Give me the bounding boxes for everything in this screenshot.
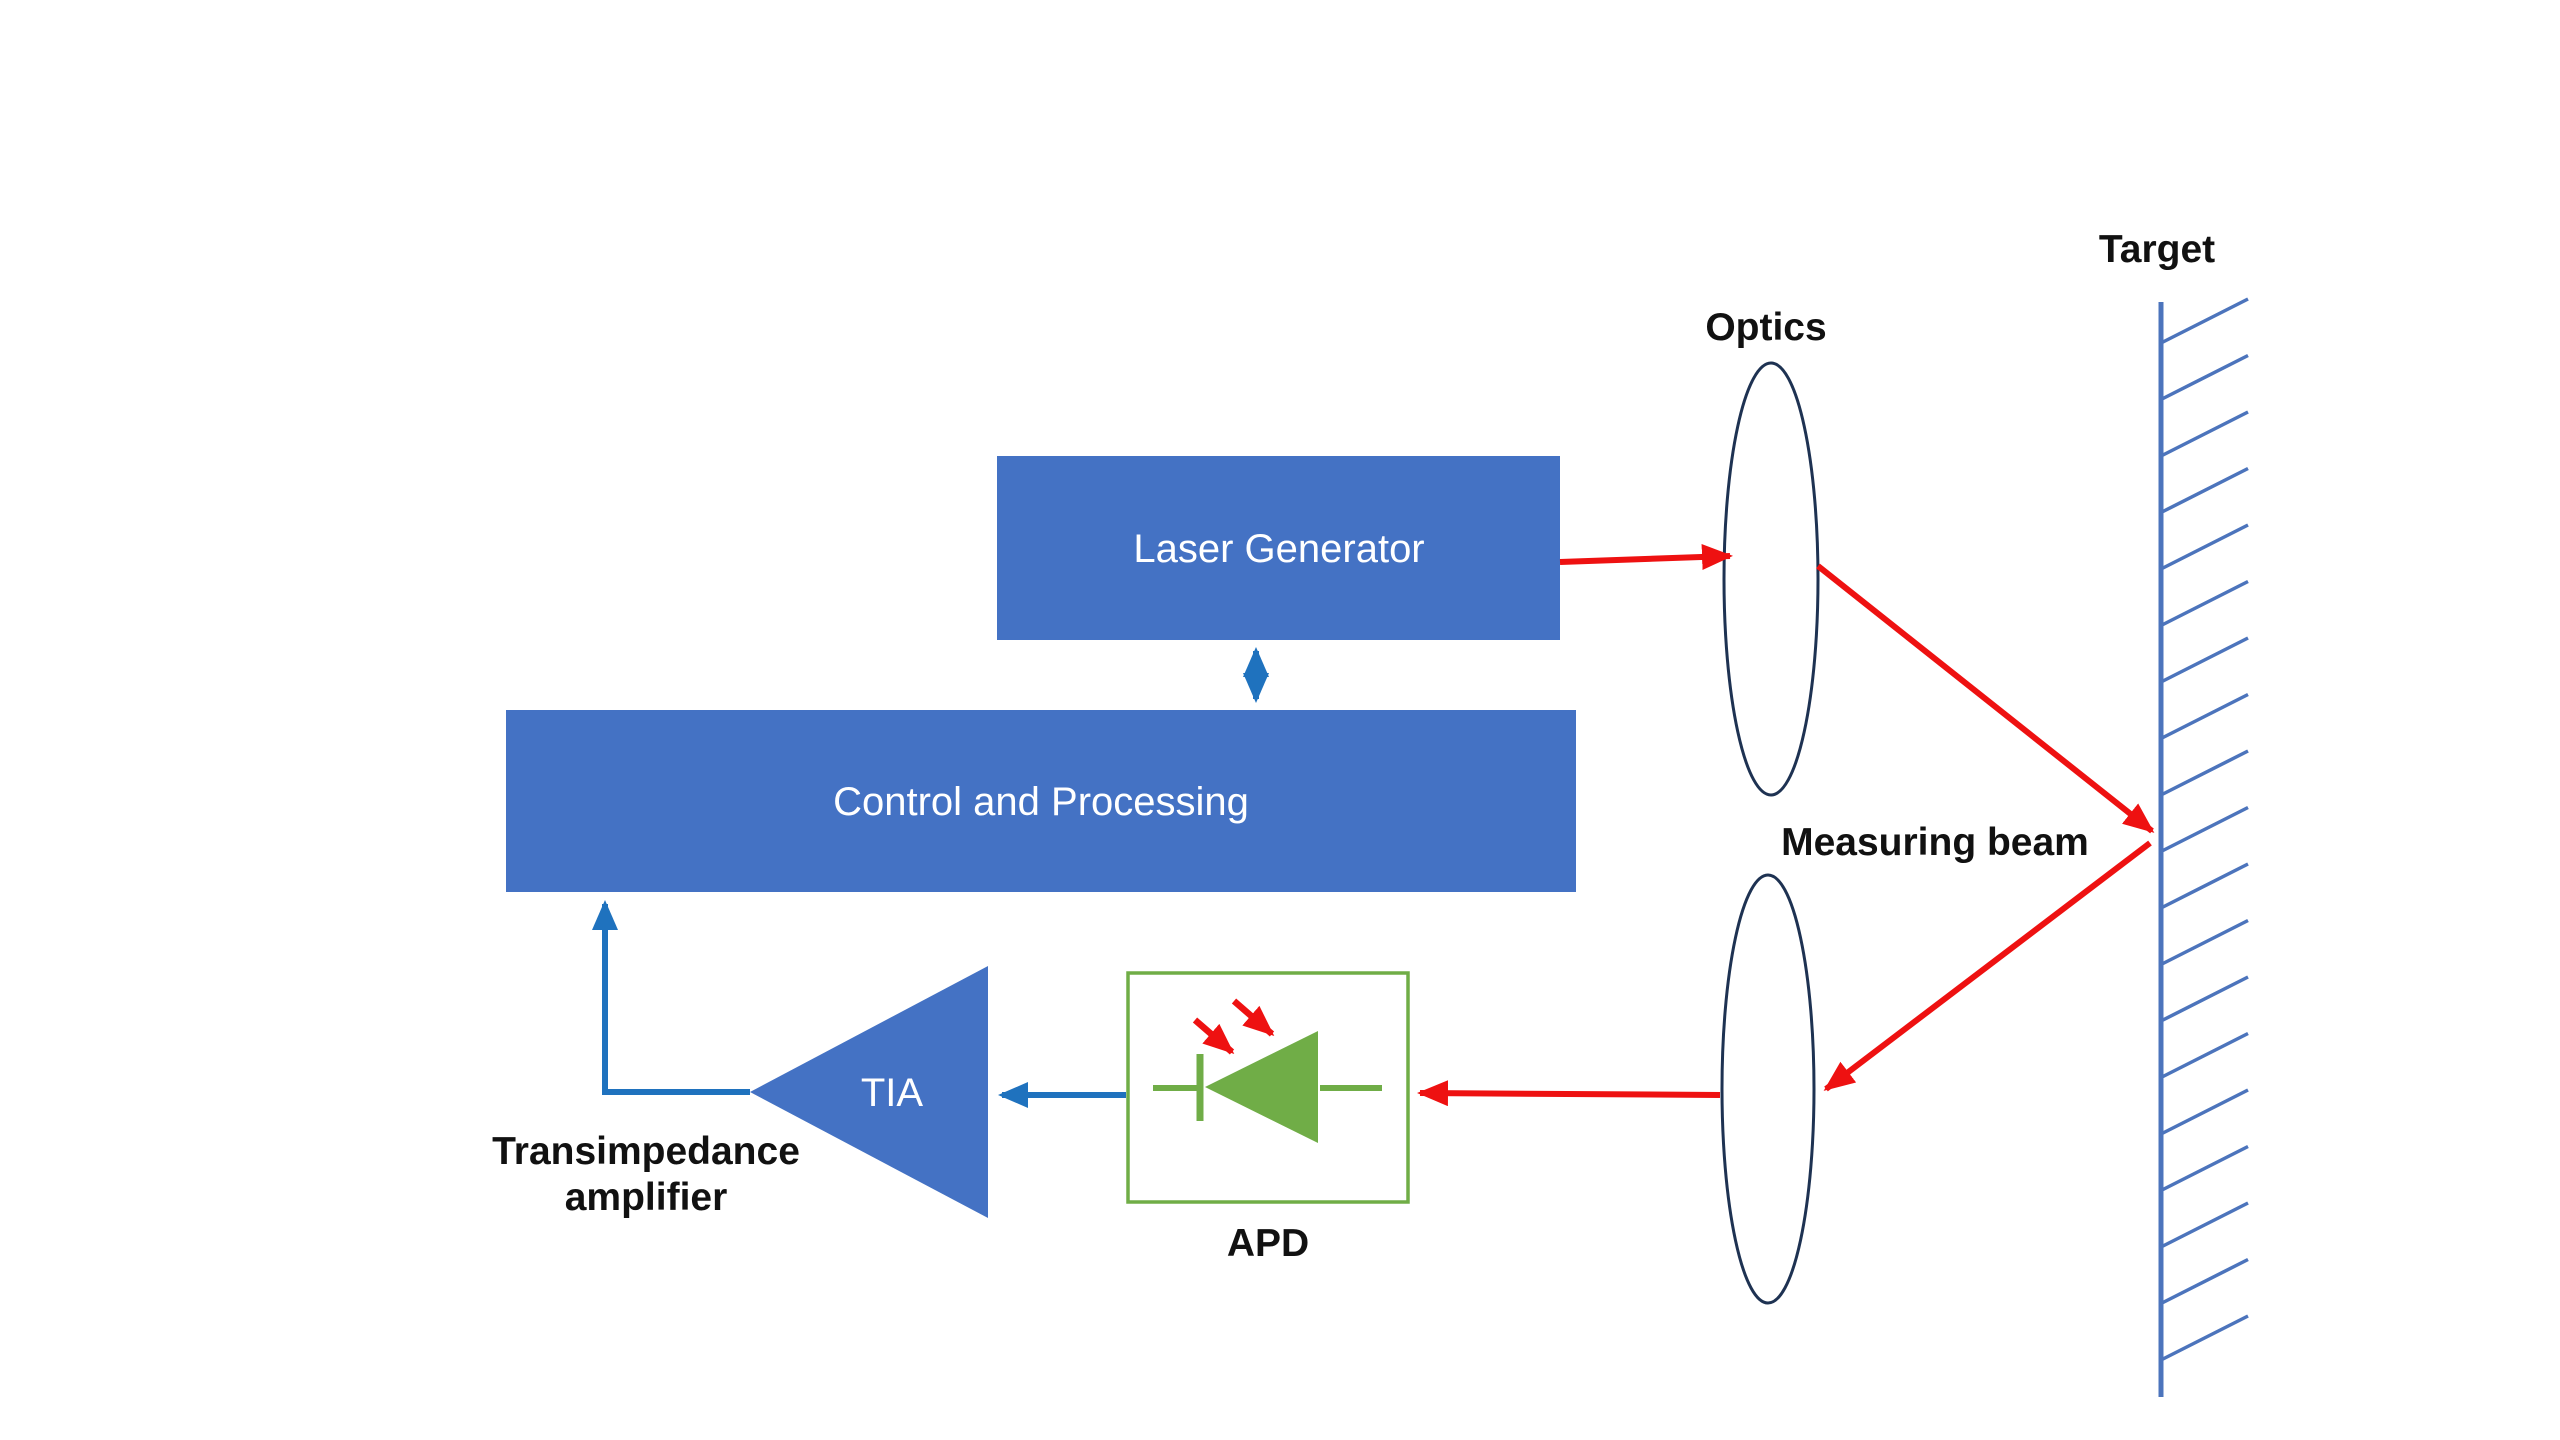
laser-to-lens-beam: [1559, 543, 1733, 570]
reflected-beam-to-lens: [1823, 840, 2152, 1092]
lens-to-apd-beam: [1417, 1080, 1721, 1107]
hatch-line: [2160, 297, 2249, 345]
hatch-line: [2160, 353, 2249, 402]
target-label: Target: [2099, 228, 2215, 271]
hatch-line: [2160, 749, 2249, 797]
tia-to-control-arrow: [592, 900, 750, 1095]
control-processing-label: Control and Processing: [833, 780, 1249, 824]
optics-label: Optics: [1705, 306, 1826, 349]
hatch-line: [2160, 466, 2249, 515]
lens-ellipse-transmit: [1722, 361, 1820, 797]
tia-caption-line2: amplifier: [565, 1176, 728, 1219]
hatch-line: [2160, 975, 2249, 1023]
tia-amplifier-triangle: [750, 966, 988, 1218]
hatch-line: [2160, 1031, 2249, 1080]
hatch-line: [2160, 1257, 2249, 1306]
hatch-line: [2160, 1201, 2249, 1249]
hatch-line: [2160, 1314, 2249, 1362]
incident-light-arrow-2: [1231, 998, 1275, 1037]
tia-label: TIA: [861, 1071, 924, 1115]
apd-box: [1126, 971, 1410, 1204]
photodiode-triangle: [1205, 1031, 1318, 1143]
hatch-line: [2160, 636, 2249, 684]
hatch-line: [2160, 410, 2249, 458]
lens-ellipse-receive: [1720, 873, 1816, 1305]
outgoing-beam-to-target: [1816, 563, 2155, 834]
hatch-line: [2160, 579, 2249, 628]
laser-generator-box: [997, 456, 1560, 640]
hatch-line: [2160, 523, 2249, 571]
target-hatching: [2160, 297, 2249, 1362]
apd-label: APD: [1227, 1222, 1309, 1265]
hatch-line: [2160, 1088, 2249, 1136]
laser-generator-label: Laser Generator: [1133, 527, 1424, 571]
hatch-line: [2160, 692, 2249, 741]
hatch-line: [2160, 805, 2249, 854]
hatch-line: [2160, 862, 2249, 910]
tia-caption-line1: Transimpedance: [492, 1130, 800, 1173]
hatch-line: [2160, 1144, 2249, 1193]
hatch-line: [2160, 918, 2249, 967]
photodiode-icon: [1153, 998, 1382, 1143]
measuring-beam-label: Measuring beam: [1781, 821, 2089, 864]
incident-light-arrow-1: [1192, 1017, 1235, 1055]
control-processing-box: [506, 710, 1576, 892]
